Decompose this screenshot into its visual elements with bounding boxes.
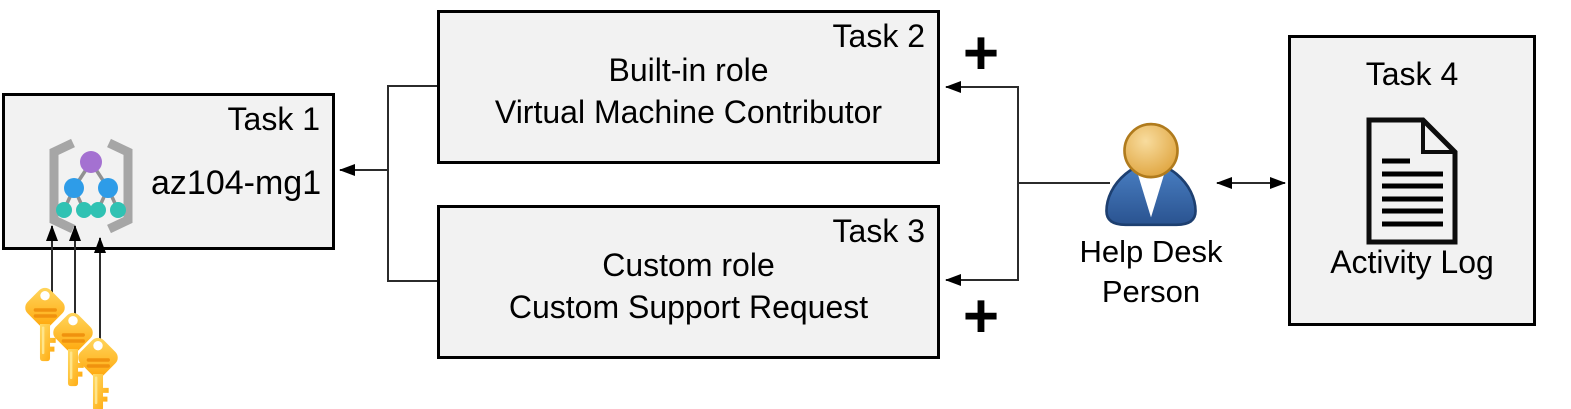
- tree-branch-node: [64, 178, 84, 198]
- management-group-name: az104-mg1: [151, 164, 322, 202]
- activity-log-caption: Activity Log: [1330, 244, 1494, 280]
- task4-label: Task 4: [1365, 56, 1459, 92]
- task3-box: Task 3 Custom role Custom Support Reques…: [437, 205, 940, 359]
- actor-label-line2: Person: [1101, 274, 1201, 309]
- management-group-icon: [49, 138, 133, 234]
- tree-branch-node: [98, 178, 118, 198]
- task2-box: Task 2 Built-in role Virtual Machine Con…: [437, 10, 940, 164]
- task3-label: Task 3: [832, 213, 925, 249]
- bracket-right-shape: [107, 138, 133, 234]
- tree-leaf-node: [56, 202, 72, 218]
- paper-text-lines: [1382, 158, 1443, 227]
- task4-box: Task 4 Activity Log: [1288, 35, 1536, 326]
- actor-label-line1: Help Desk: [1079, 234, 1223, 269]
- plus-sign-bottom: +: [962, 282, 1000, 351]
- document-icon: [1366, 117, 1458, 245]
- actor-label: Help Desk Person: [1053, 232, 1249, 312]
- paper-fold-shape: [1421, 120, 1455, 154]
- tree-leaf-node: [110, 202, 126, 218]
- task2-label: Task 2: [832, 18, 925, 54]
- bracket-left-shape: [49, 138, 75, 234]
- person-icon: [1105, 122, 1197, 227]
- task3-role-name: Custom Support Request: [508, 289, 869, 325]
- task2-role-name: Virtual Machine Contributor: [494, 94, 883, 130]
- tree-root-node: [80, 151, 102, 173]
- tree-leaf-node: [76, 202, 92, 218]
- person-head-shape: [1123, 122, 1179, 179]
- person-collar-shape: [1136, 164, 1166, 218]
- plus-sign-top: +: [962, 19, 1000, 88]
- key-icon: [74, 335, 122, 409]
- tree-leaf-node: [90, 202, 106, 218]
- task2-role-type: Built-in role: [608, 52, 769, 88]
- task1-box: Task 1 az104-mg1: [2, 93, 335, 250]
- task3-role-type: Custom role: [602, 247, 775, 283]
- task1-label: Task 1: [227, 101, 320, 137]
